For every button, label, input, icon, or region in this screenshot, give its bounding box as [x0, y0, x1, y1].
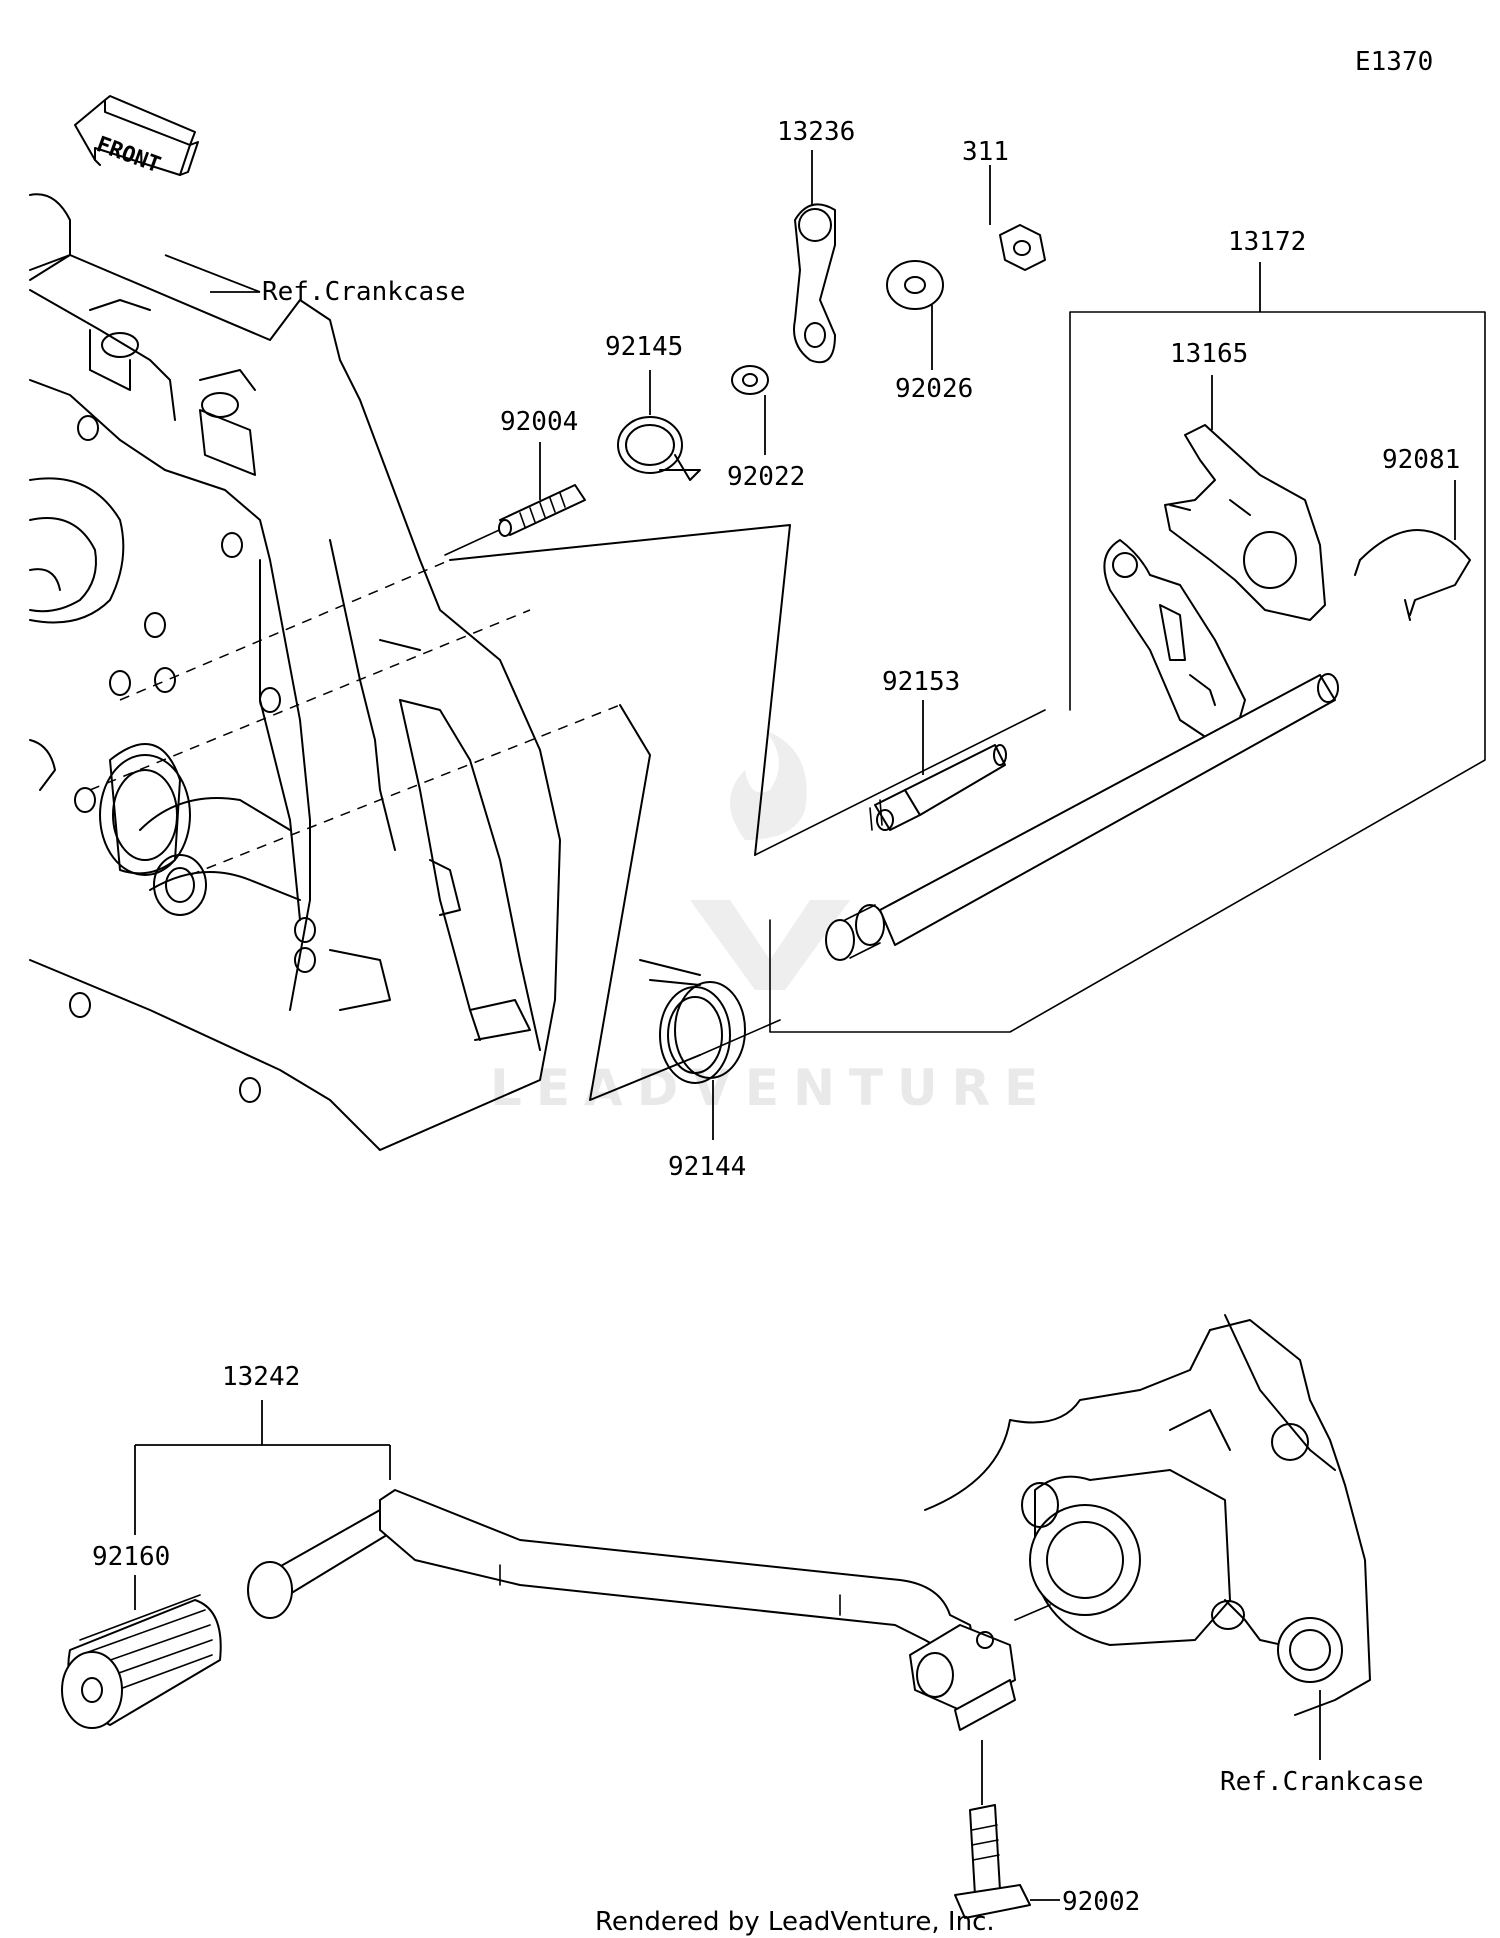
- footer-credit: Rendered by LeadVenture, Inc.: [595, 1907, 995, 1937]
- part-92081-drawing: [1354, 480, 1471, 621]
- part-92153-drawing: [869, 700, 1007, 831]
- label-92004: 92004: [500, 407, 578, 437]
- crankcase-lower-drawing: [924, 1314, 1371, 1716]
- part-92022-drawing: [731, 365, 769, 455]
- crankcase-upper-drawing: [29, 193, 561, 1151]
- label-92081: 92081: [1382, 445, 1460, 475]
- part-92160-drawing: [61, 1594, 222, 1729]
- label-92026: 92026: [895, 374, 973, 404]
- part-13165-drawing: [1164, 375, 1326, 621]
- part-13242-drawing: [247, 1489, 1016, 1731]
- watermark: LEADVENTURE: [490, 730, 1052, 1117]
- part-13172-shaft-drawing: [825, 539, 1339, 961]
- label-92145: 92145: [605, 332, 683, 362]
- part-92004-drawing: [498, 442, 586, 537]
- label-ref-crankcase-bottom: Ref.Crankcase: [1220, 1767, 1424, 1797]
- leader-ref-crankcase-top: [164, 254, 261, 293]
- front-arrow-icon: FRONT: [74, 95, 199, 178]
- watermark-text: LEADVENTURE: [490, 1059, 1052, 1117]
- part-92144-drawing: [639, 959, 746, 1140]
- label-311: 311: [962, 137, 1009, 167]
- label-92002: 92002: [1062, 1887, 1140, 1917]
- part-92026-drawing: [886, 260, 944, 370]
- label-92153: 92153: [882, 667, 960, 697]
- label-13172: 13172: [1228, 227, 1306, 257]
- diagram-code: E1370: [1355, 47, 1433, 77]
- part-92002-drawing: [954, 1740, 1060, 1919]
- label-92160: 92160: [92, 1542, 170, 1572]
- label-13165: 13165: [1170, 339, 1248, 369]
- bracket-13242: [134, 1400, 391, 1535]
- part-92145-drawing: [617, 370, 701, 481]
- label-92022: 92022: [727, 462, 805, 492]
- label-ref-crankcase-top: Ref.Crankcase: [262, 277, 466, 307]
- bracket-13172: [769, 262, 1486, 1033]
- label-13236: 13236: [777, 117, 855, 147]
- part-311-drawing: [989, 165, 1046, 271]
- part-13236-drawing: [793, 150, 836, 364]
- label-13242: 13242: [222, 1362, 300, 1392]
- label-92144: 92144: [668, 1152, 746, 1182]
